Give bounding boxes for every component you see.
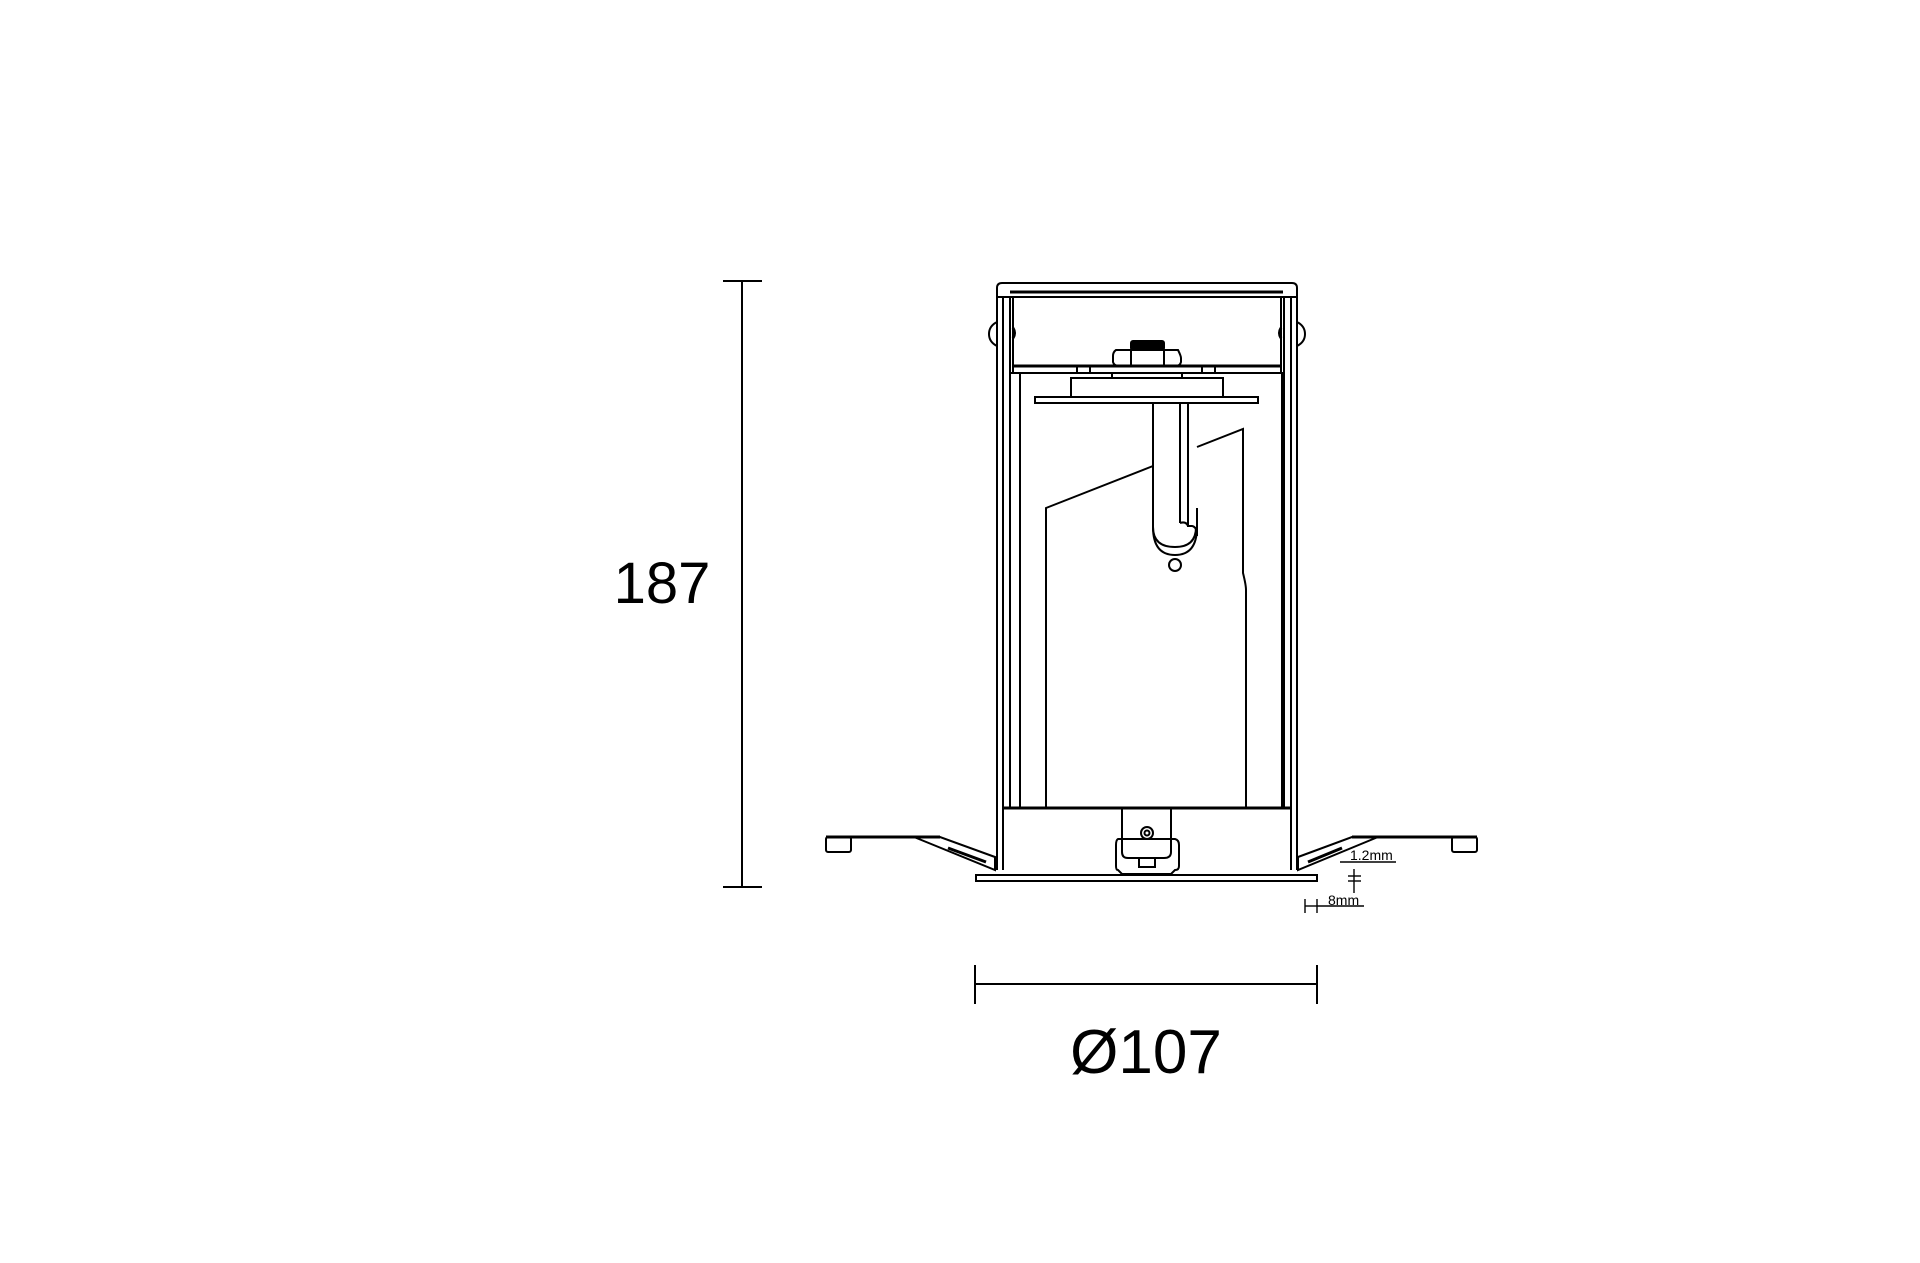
height-dimension: 187	[614, 280, 762, 888]
spring-clip-left	[825, 835, 996, 872]
ceiling-thickness-annotation: 1.2mm	[1340, 847, 1396, 893]
reflector	[1009, 373, 1285, 808]
diameter-dimension-label: Ø107	[1070, 1018, 1222, 1087]
height-dimension-label: 187	[614, 551, 711, 616]
heatsink-plate	[1034, 373, 1259, 404]
tilt-bracket	[1152, 403, 1198, 572]
clip-offset-annotation: 8mm	[1304, 892, 1364, 913]
trim-flange	[975, 874, 1318, 882]
clip-offset-label: 8mm	[1328, 892, 1359, 908]
diameter-dimension: Ø107	[974, 965, 1318, 1087]
spring-clip-right	[1297, 835, 1478, 872]
mounting-nut	[1112, 340, 1182, 367]
lower-collar	[1003, 806, 1291, 875]
housing-body	[987, 282, 1307, 870]
ceiling-thickness-label: 1.2mm	[1350, 847, 1393, 863]
